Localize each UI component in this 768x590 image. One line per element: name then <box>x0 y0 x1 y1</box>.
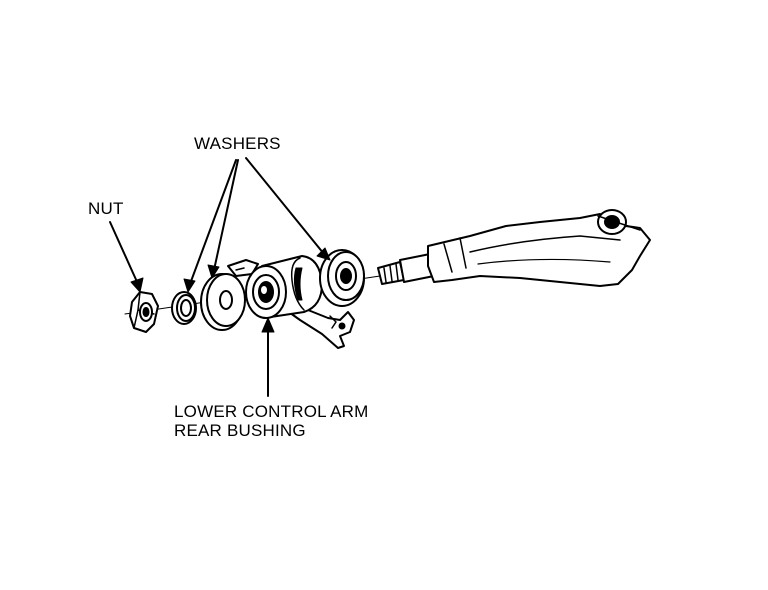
bushing-label-line1: LOWER CONTROL ARM <box>174 402 369 421</box>
flat-washer-part <box>200 273 246 331</box>
arrowheads <box>130 247 331 333</box>
leader-arrows <box>109 157 325 397</box>
rear-washer-part <box>319 249 365 307</box>
lower-control-arm-part <box>377 209 651 287</box>
nut-part <box>129 291 159 333</box>
lock-washer-part <box>171 291 197 325</box>
washers-label: WASHERS <box>194 134 281 153</box>
nut-label: NUT <box>88 199 124 218</box>
bushing-label-line2: REAR BUSHING <box>174 421 306 440</box>
